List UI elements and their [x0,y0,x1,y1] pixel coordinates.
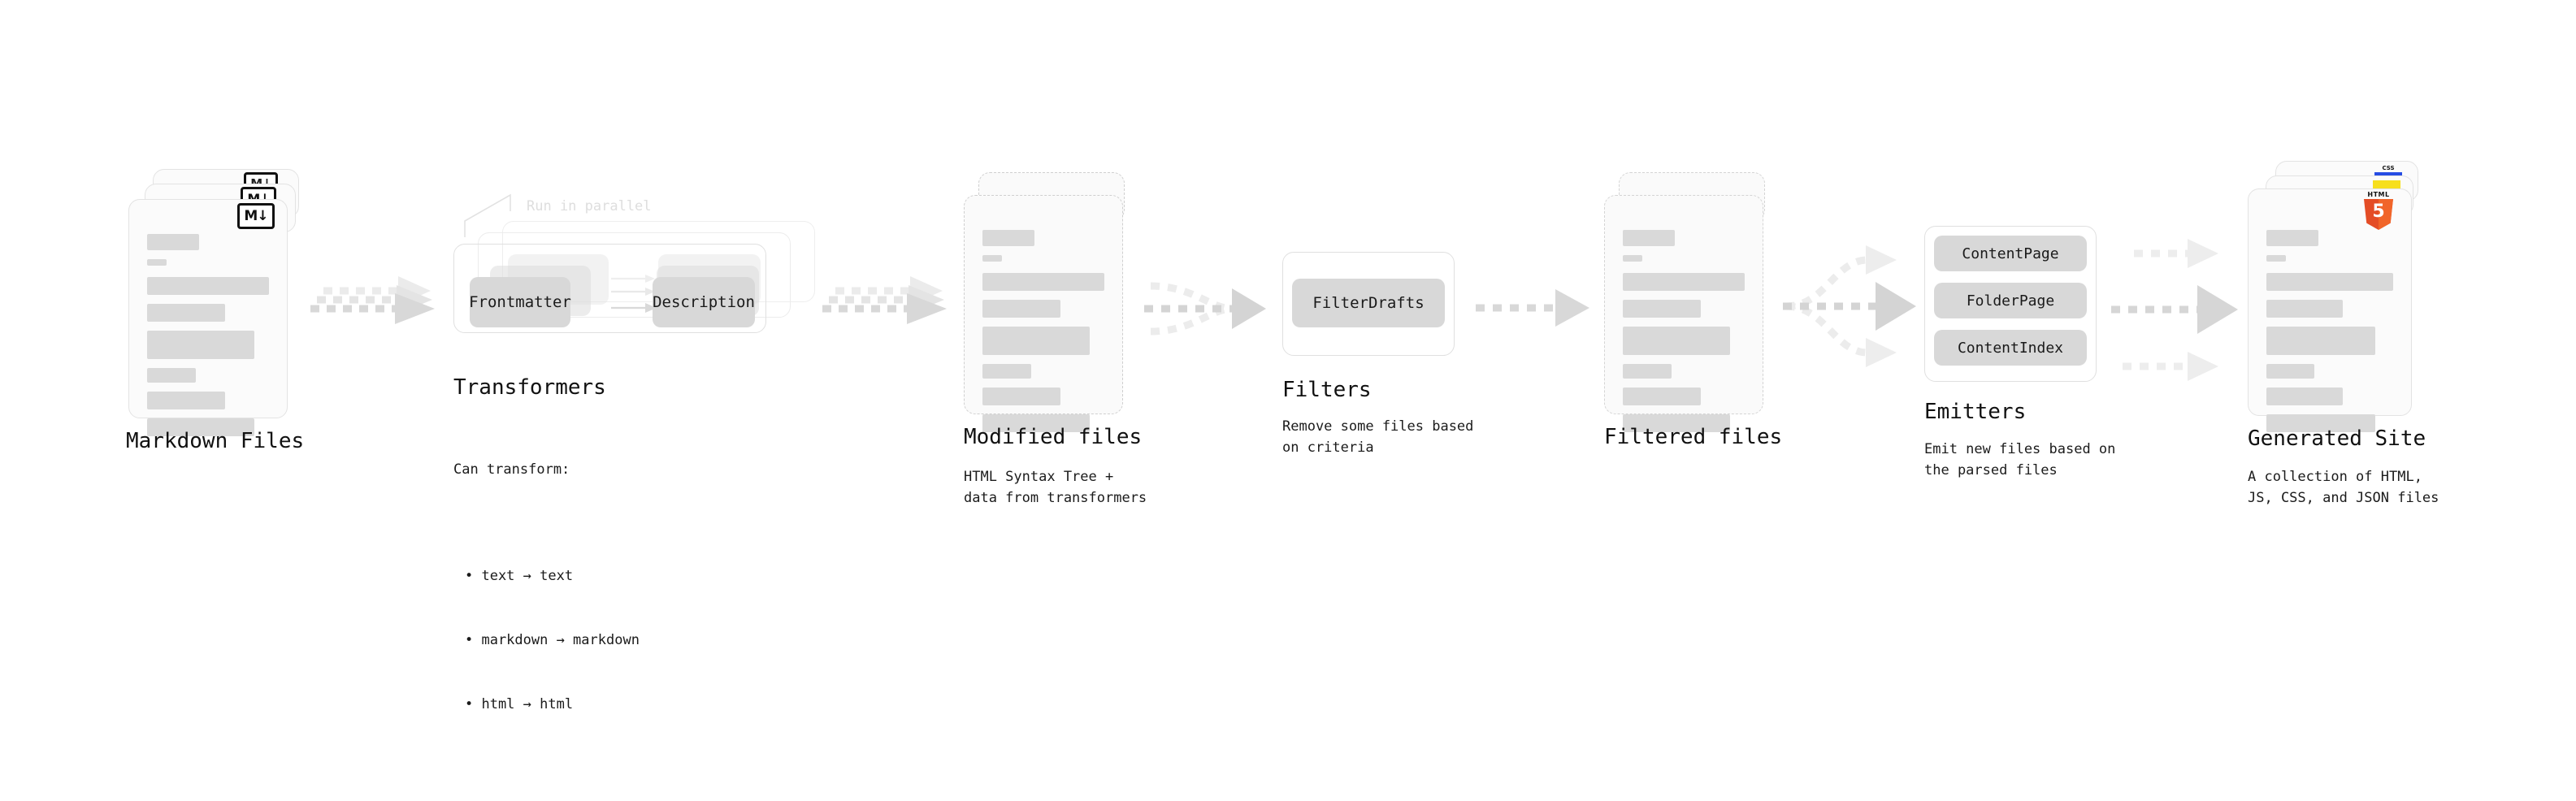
skeleton-line [2266,327,2376,355]
filter-chip-filterdrafts[interactable]: FilterDrafts [1292,279,1445,327]
filtered-files-title: Filtered files [1604,425,1783,449]
transformers-box-front [453,244,766,333]
generated-site-title: Generated Site [2248,426,2426,451]
skeleton-line [982,414,1090,432]
skeleton-line [2266,255,2286,262]
transformers-bullet: • markdown → markdown [465,632,640,649]
run-in-parallel-label: Run in parallel [527,198,652,214]
markdown-files-title: Markdown Files [126,429,305,453]
transformers-bullet: • text → text [465,568,574,585]
skeleton-line [2266,414,2376,432]
html5-badge: HTML 5 [2361,192,2396,231]
skeleton-line [982,300,1060,318]
css-badge-bar [2374,172,2402,175]
skeleton-line [147,234,199,250]
generated-site-subtitle: A collection of HTML, JS, CSS, and JSON … [2248,469,2439,507]
emitter-chip-folderpage-label: FolderPage [1966,292,2055,310]
markdown-badge-label-front: M↓ [244,207,268,224]
arrow-transformers-to-modified [822,276,947,324]
skeleton-line [982,255,1002,262]
transformer-chip-description[interactable]: Description [653,277,755,327]
filtered-card-lines [1623,230,1745,441]
skeleton-line [2266,364,2315,379]
skeleton-line [1623,300,1701,318]
filters-title: Filters [1282,378,1372,402]
emitters-subtitle: Emit new files based on the parsed files [1924,441,2116,479]
emitter-chip-folderpage[interactable]: FolderPage [1934,283,2087,318]
arrow-filtered-to-emitters [1783,245,1916,367]
arrow-emitters-to-generated [2111,239,2238,381]
markdown-badge-front: M↓ [237,203,275,229]
html5-badge-word: HTML [2367,191,2390,198]
generated-card-front [2248,188,2412,432]
skeleton-line [2266,300,2343,318]
skeleton-line [1623,327,1730,355]
filtered-card-front [1604,195,1763,432]
transformer-chip-frontmatter[interactable]: Frontmatter [469,277,571,327]
markdown-card-front [128,199,288,436]
arrow-filters-to-filtered [1476,289,1589,327]
skeleton-line [147,331,254,359]
transformer-chip-frontmatter-label: Frontmatter [469,293,571,311]
transformers-bullet-list: • text → text • markdown → markdown • ht… [465,523,640,759]
skeleton-line [982,388,1060,405]
transformer-inner-arrows [611,275,657,313]
emitter-chip-contentpage-label: ContentPage [1962,245,2059,262]
skeleton-line [982,364,1031,379]
diagram-canvas: M↓ M↓ M↓ Markdown Files [0,0,2576,681]
run-in-parallel-bracket [464,193,511,237]
skeleton-line [2266,388,2343,405]
modified-files-subtitle: HTML Syntax Tree + data from transformer… [964,469,1147,507]
modified-files-title: Modified files [964,425,1143,449]
skeleton-line [147,304,225,322]
generated-card-lines [2266,230,2393,441]
skeleton-line [147,368,196,383]
emitters-box [1924,226,2097,382]
html5-shield-icon: 5 [2364,199,2393,230]
html5-badge-digit: 5 [2372,201,2385,222]
transformers-title: Transformers [453,375,606,400]
transformers-box-mid [478,232,791,318]
arrow-modified-to-filters [1144,282,1266,336]
emitters-title: Emitters [1924,400,2027,424]
transformers-subtitle: Can transform: • text → text • markdown … [453,416,640,801]
modified-card-front [964,195,1123,432]
skeleton-line [982,327,1090,355]
skeleton-line [1623,414,1730,432]
skeleton-line [1623,273,1745,291]
skeleton-line [147,392,225,409]
skeleton-line [982,230,1034,246]
skeleton-line [1623,364,1672,379]
transformers-subtitle-head: Can transform: [453,461,570,478]
transformer-chip-description-label: Description [653,293,755,311]
skeleton-line [1623,255,1642,262]
emitter-chip-contentindex[interactable]: ContentIndex [1934,330,2087,366]
emitter-chip-contentpage[interactable]: ContentPage [1934,236,2087,271]
css-badge-label: CSS [2382,165,2395,171]
skeleton-line [147,277,269,295]
filters-subtitle: Remove some files based on criteria [1282,418,1474,457]
skeleton-line [1623,388,1701,405]
emitter-chip-contentindex-label: ContentIndex [1957,339,2064,357]
skeleton-line [147,418,254,436]
css-badge: CSS [2374,166,2402,175]
skeleton-line [1623,230,1675,246]
skeleton-line [147,259,167,266]
filter-chip-filterdrafts-label: FilterDrafts [1312,294,1425,312]
skeleton-line [982,273,1104,291]
transformers-bullet: • html → html [465,696,574,713]
arrow-markdown-to-transformers [310,276,435,324]
modified-card-lines [982,230,1104,441]
skeleton-line [2266,273,2393,291]
skeleton-line [2266,230,2318,246]
filters-box [1282,252,1455,356]
markdown-card-lines [147,234,269,445]
